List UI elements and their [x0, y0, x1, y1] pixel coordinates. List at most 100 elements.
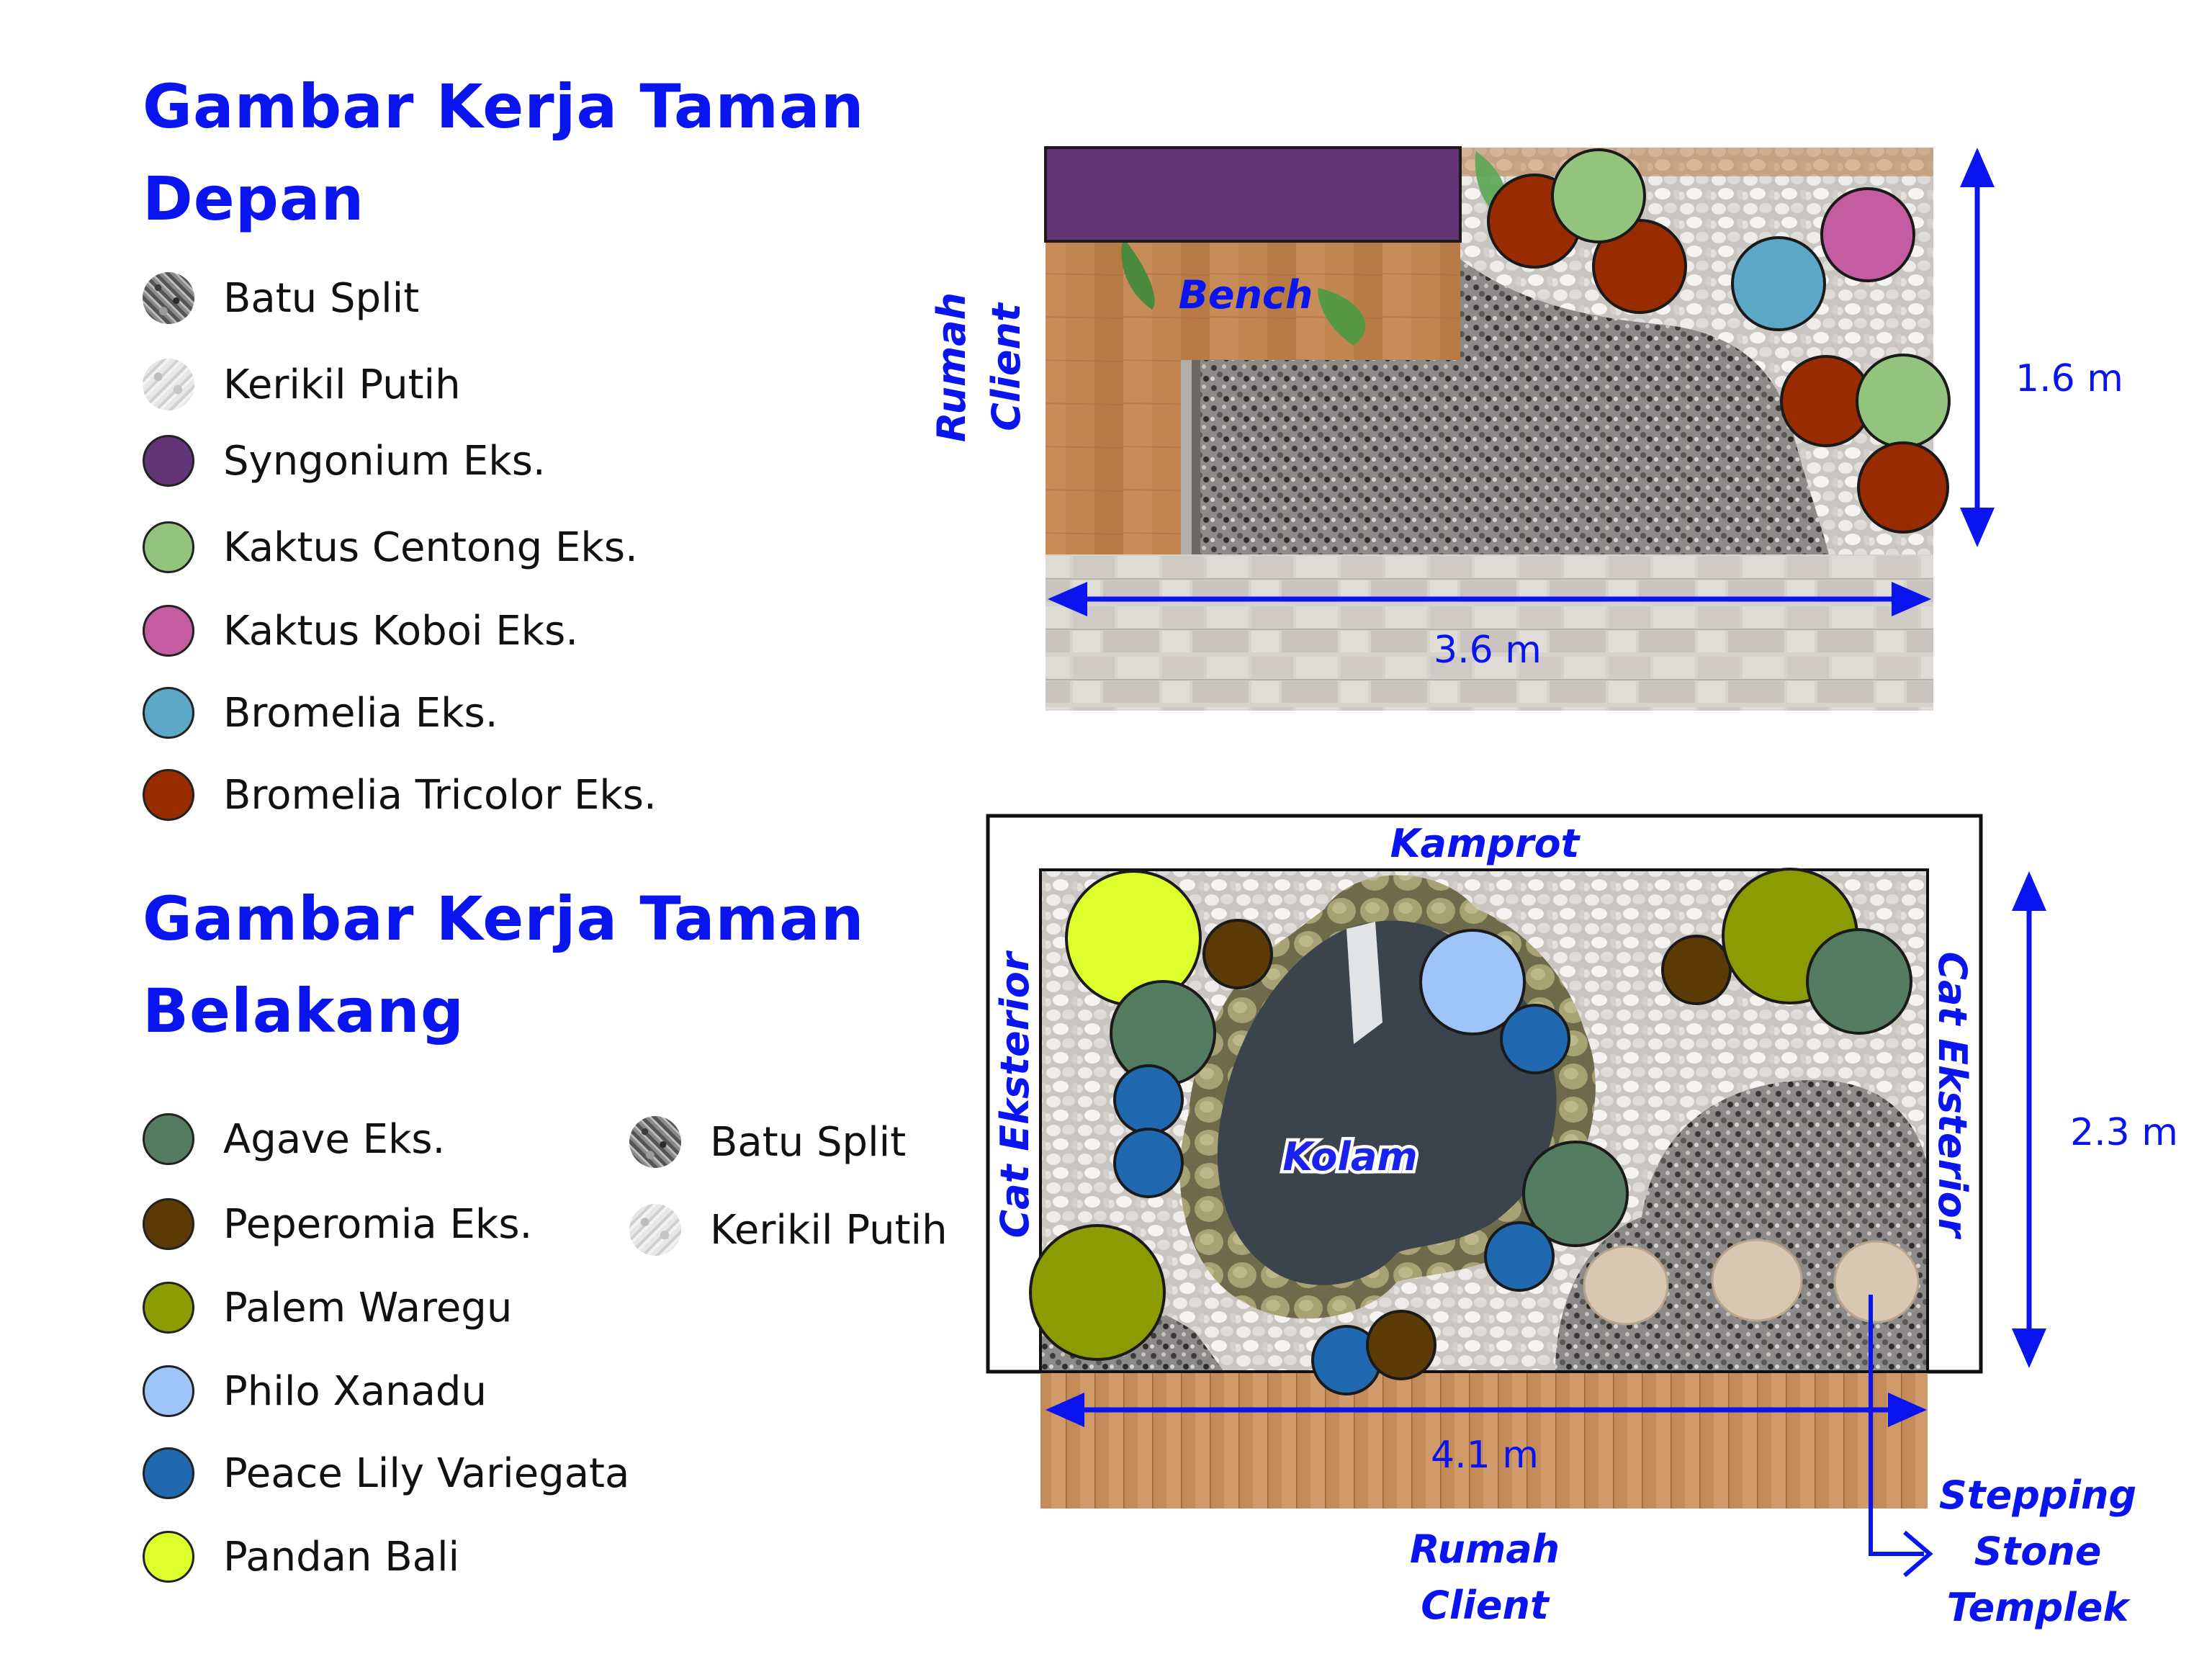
width-dimension: 4.1 m [1046, 1393, 1927, 1477]
back-title-line-2: Belakang [143, 976, 464, 1046]
legend-label: Syngonium Eks. [223, 437, 546, 485]
legend-label: Kaktus Koboi Eks. [223, 607, 579, 655]
width-dimension-label: 4.1 m [1431, 1434, 1539, 1477]
stepping-stone-label-line-2: Stone [1974, 1529, 2102, 1574]
arrow-up-icon [1960, 148, 1995, 187]
pandan-bali-swatch [143, 1531, 194, 1583]
legend-label: Batu Split [710, 1118, 907, 1166]
front-plan: Bench Rumah Client 3.6 m 1.6 m [929, 146, 2123, 711]
legend-item-batu-split: Batu Split [143, 269, 419, 327]
bromelia-tricolor-swatch [143, 769, 194, 821]
batu-split-area [1199, 259, 1829, 554]
wooden-deck [1040, 1372, 1928, 1509]
legend-item-philo-xanadu: Philo Xanadu [143, 1362, 487, 1420]
garden-inner-outline [1039, 868, 1929, 1373]
leaf-icon [1318, 288, 1366, 346]
stepping-stone-leader [1869, 1295, 1933, 1578]
arrow-up-icon [2012, 871, 2046, 911]
bromelia-plant [1731, 236, 1826, 331]
house-label-line-1: Rumah [929, 292, 974, 442]
batu-split-swatch [629, 1116, 681, 1168]
legend-item-batu-split-back: Batu Split [629, 1113, 906, 1171]
stepping-stone-label-line-1: Stepping [1939, 1473, 2136, 1518]
palem-waregu-plant [1029, 1224, 1166, 1361]
philo-xanadu-swatch [143, 1365, 194, 1417]
height-dimension-label: 2.3 m [2070, 1111, 2178, 1154]
front-title-line-1: Gambar Kerja Taman [143, 71, 865, 142]
palem-waregu-swatch [143, 1282, 194, 1334]
peace-lily-plant [1113, 1064, 1184, 1135]
legend-label: Palem Waregu [223, 1284, 513, 1331]
leaf-icon [1121, 238, 1155, 310]
house-label-line-2: Client [1421, 1583, 1550, 1628]
peace-lily-swatch [143, 1447, 194, 1499]
front-garden-title: Gambar Kerja Taman Depan [143, 60, 865, 245]
kaktus-centong-plant [1551, 148, 1646, 243]
legend-item-peperomia: Peperomia Eks. [143, 1195, 532, 1253]
legend-item-kaktus-koboi: Kaktus Koboi Eks. [143, 602, 578, 660]
kaktus-centong-swatch [143, 521, 194, 573]
peperomia-swatch [143, 1198, 194, 1250]
right-wall-label: Cat Eksterior [1930, 952, 1975, 1240]
legend-label: Bromelia Tricolor Eks. [223, 771, 657, 819]
batu-split-swatch [143, 272, 194, 324]
paving-strip [1046, 554, 1933, 711]
arrow-right-icon [1892, 582, 1931, 616]
legend-item-bromelia-tricolor: Bromelia Tricolor Eks. [143, 766, 657, 824]
legend-item-kerikil-putih-back: Kerikil Putih [629, 1201, 948, 1259]
legend-item-pandan-bali: Pandan Bali [143, 1528, 459, 1586]
legend-item-kaktus-centong: Kaktus Centong Eks. [143, 518, 638, 576]
bromelia-tricolor-plant [1592, 219, 1687, 314]
legend-item-peace-lily: Peace Lily Variegata [143, 1444, 629, 1502]
peace-lily-plant [1500, 1004, 1570, 1074]
width-dimension-label: 3.6 m [1434, 629, 1542, 672]
house-label: Rumah Client [929, 292, 1029, 442]
legend-item-kerikil-putih: Kerikil Putih [143, 356, 461, 413]
height-dimension: 2.3 m [2012, 871, 2178, 1368]
peace-lily-plant [1113, 1128, 1184, 1198]
back-title-line-1: Gambar Kerja Taman [143, 884, 865, 954]
legend-label: Peperomia Eks. [223, 1200, 533, 1248]
stepping-stone [1711, 1238, 1803, 1322]
philo-xanadu-plant [1419, 929, 1526, 1035]
front-title-line-2: Depan [143, 163, 365, 234]
syngonium-planter [1044, 146, 1462, 243]
legend-label: Bromelia Eks. [223, 689, 498, 737]
peperomia-plant [1202, 919, 1273, 989]
arrow-right-icon [1888, 1393, 1927, 1427]
bromelia-tricolor-plant [1857, 441, 1949, 534]
agave-plant [1522, 1141, 1629, 1247]
kerikil-putih-swatch [143, 359, 194, 410]
kaktus-koboi-swatch [143, 605, 194, 657]
legend-label: Philo Xanadu [223, 1367, 487, 1415]
back-plan: Kamprot Kolam Cat Eksterior Cat Eksterio… [986, 814, 2178, 1630]
peace-lily-plant [1484, 1221, 1555, 1292]
legend-label: Peace Lily Variegata [223, 1449, 630, 1497]
legend-item-bromelia: Bromelia Eks. [143, 684, 498, 742]
bromelia-swatch [143, 687, 194, 739]
agave-swatch [143, 1113, 194, 1165]
bench-ledge-inner [1192, 360, 1200, 554]
stepping-stone-label-line-3: Templek [1947, 1585, 2131, 1630]
arrow-down-icon [1960, 508, 1995, 547]
legend-item-agave: Agave Eks. [143, 1110, 445, 1168]
arrow-left-icon [1048, 582, 1087, 616]
agave-plant [1806, 928, 1912, 1035]
height-dimension: 1.6 m [1960, 148, 2123, 547]
kaktus-koboi-plant [1820, 187, 1915, 282]
waterfall [1346, 922, 1382, 1044]
syngonium-swatch [143, 435, 194, 487]
wooden-deck-edge [1460, 148, 1933, 176]
kaktus-centong-plant [1856, 354, 1951, 449]
left-wall-label: Cat Eksterior [992, 950, 1038, 1238]
legend-label: Batu Split [223, 274, 420, 322]
stepping-stone [1583, 1245, 1669, 1326]
peperomia-plant [1366, 1310, 1437, 1380]
legend-label: Kerikil Putih [710, 1206, 948, 1254]
kamprot-label: Kamprot [1390, 821, 1581, 866]
legend-item-syngonium: Syngonium Eks. [143, 432, 546, 490]
arrow-left-icon [1046, 1393, 1084, 1427]
height-dimension-label: 1.6 m [2015, 357, 2123, 400]
arrow-down-icon [2012, 1328, 2046, 1368]
legend-label: Pandan Bali [223, 1533, 460, 1581]
